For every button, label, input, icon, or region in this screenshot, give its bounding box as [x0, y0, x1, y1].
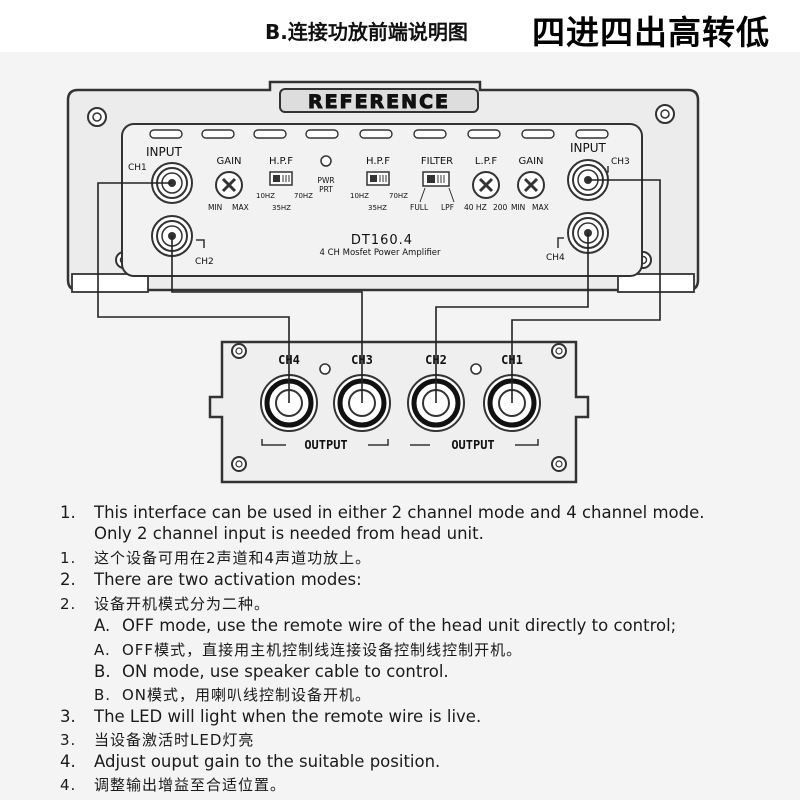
- note-line: B. ON模式，用喇叭线控制设备开机。: [60, 685, 371, 705]
- hpf-left-high: 70HZ: [294, 192, 313, 200]
- note-text: 当设备激活时LED灯亮: [94, 731, 255, 749]
- screw-icon: [551, 343, 567, 359]
- note-text: Only 2 channel input is needed from head…: [94, 524, 484, 543]
- hpf-left-low: 10HZ: [256, 192, 275, 200]
- wire-ch1-to-ch4: [97, 182, 290, 403]
- screw-icon: [319, 363, 331, 375]
- hpf-left-switch-icon: [269, 171, 293, 186]
- note-line: A. OFF模式，直接用主机控制线连接设备控制线控制开机。: [60, 640, 522, 660]
- model-label: DT160.4: [351, 233, 413, 248]
- note-text: The LED will light when the remote wire …: [94, 707, 482, 726]
- note-number: 1.: [60, 503, 76, 522]
- ch1-label: CH1: [128, 163, 147, 173]
- lpf-low: 40 HZ: [464, 203, 487, 212]
- note-number: 2.: [60, 595, 77, 613]
- ch2-label: CH2: [195, 257, 214, 267]
- note-line: 4. Adjust ouput gain to the suitable posi…: [60, 752, 440, 772]
- input-left-label: INPUT: [146, 145, 183, 159]
- note-number: 4.: [60, 752, 76, 771]
- output-left-label: OUTPUT: [304, 438, 347, 452]
- note-line: 3. 当设备激活时LED灯亮: [60, 730, 254, 750]
- note-text: ON模式，用喇叭线控制设备开机。: [122, 686, 372, 704]
- wire-ch3-to-ch1: [511, 179, 661, 403]
- note-sub-number: A.: [94, 616, 111, 635]
- note-sub-number: B.: [94, 662, 111, 681]
- wire-ch4-to-ch2: [435, 233, 589, 403]
- gain-left-min: MIN: [208, 203, 222, 212]
- note-line: A. OFF mode, use the remote wire of the h…: [60, 616, 676, 636]
- hpf-left-label: H.P.F: [269, 156, 293, 167]
- note-text: Adjust ouput gain to the suitable positi…: [94, 752, 441, 771]
- filter-switch-icon: [419, 171, 455, 203]
- filter-label: FILTER: [421, 156, 453, 167]
- hpf-right-switch-icon: [366, 171, 390, 186]
- note-text: 这个设备可用在2声道和4声道功放上。: [94, 549, 372, 567]
- note-line: 4. 调整输出增益至合适位置。: [60, 775, 286, 795]
- lpf-label: L.P.F: [475, 156, 497, 167]
- note-text: There are two activation modes:: [94, 570, 362, 589]
- note-text: 设备开机模式分为二种。: [94, 595, 271, 613]
- note-line: Only 2 channel input is needed from head…: [60, 524, 484, 544]
- screw-icon: [231, 343, 247, 359]
- note-number: 2.: [60, 570, 76, 589]
- filter-lpf: LPF: [441, 203, 454, 212]
- note-number: 3.: [60, 731, 77, 749]
- gain-right-min: MIN: [511, 203, 525, 212]
- gain-right-knob-icon: [517, 171, 545, 199]
- note-text: 调整输出增益至合适位置。: [94, 776, 287, 794]
- note-text: This interface can be used in either 2 c…: [94, 503, 705, 522]
- screw-icon: [231, 456, 247, 472]
- lpf-high: 200: [493, 203, 508, 212]
- filter-full: FULL: [410, 203, 429, 212]
- screw-icon: [551, 456, 567, 472]
- note-line: 2. 设备开机模式分为二种。: [60, 594, 270, 614]
- screw-icon: [655, 104, 675, 124]
- connection-diagram: REFERENCE INPUT CH1: [66, 80, 700, 484]
- note-number: 3.: [60, 707, 76, 726]
- header-bar: B.连接功放前端说明图 四进四出高转低: [0, 0, 800, 52]
- brand-label: REFERENCE: [308, 91, 450, 113]
- gain-left-label: GAIN: [216, 156, 241, 167]
- note-line: 2. There are two activation modes:: [60, 570, 362, 590]
- note-text: OFF mode, use the remote wire of the hea…: [122, 616, 677, 635]
- vent-slots: [149, 129, 609, 139]
- header-left-title: B.连接功放前端说明图: [265, 20, 468, 44]
- hpf-right-low: 10HZ: [350, 192, 369, 200]
- note-sub-number: B.: [94, 686, 112, 704]
- wire-ch2-to-ch3: [171, 236, 363, 403]
- hpf-right-mid: 35HZ: [368, 204, 387, 212]
- ch3-label: CH3: [611, 157, 630, 167]
- amplifier-chassis: REFERENCE INPUT CH1: [66, 80, 700, 293]
- prt-label: PRT: [319, 185, 333, 194]
- lpf-knob-icon: [472, 171, 500, 199]
- note-sub-number: A.: [94, 641, 111, 659]
- output-right-label: OUTPUT: [451, 438, 494, 452]
- power-led-icon: [320, 155, 332, 167]
- pwr-label: PWR: [317, 176, 334, 185]
- wiring: [97, 179, 661, 403]
- gain-left-knob-icon: [215, 171, 243, 199]
- input-right-label: INPUT: [570, 141, 607, 155]
- screw-icon: [470, 363, 482, 375]
- gain-right-label: GAIN: [518, 156, 543, 167]
- output-box: CH4 CH3 CH2 CH1 OUTPUT OUTPUT: [208, 340, 590, 484]
- note-line: B. ON mode, use speaker cable to control.: [60, 662, 449, 682]
- hpf-right-label: H.P.F: [366, 156, 390, 167]
- note-text: ON mode, use speaker cable to control.: [122, 662, 449, 681]
- rca-jack-ch3-icon: [567, 159, 609, 201]
- hpf-left-mid: 35HZ: [272, 204, 291, 212]
- note-line: 1. This interface can be used in either 2…: [60, 503, 705, 523]
- note-number: 4.: [60, 776, 77, 794]
- note-text: OFF模式，直接用主机控制线连接设备控制线控制开机。: [122, 641, 523, 659]
- note-line: 3. The LED will light when the remote wir…: [60, 707, 481, 727]
- model-subtitle: 4 CH Mosfet Power Amplifier: [319, 248, 441, 258]
- hpf-right-high: 70HZ: [389, 192, 408, 200]
- gain-left-max: MAX: [232, 203, 249, 212]
- header-right-title: 四进四出高转低: [532, 13, 770, 52]
- gain-right-max: MAX: [532, 203, 549, 212]
- note-line: 1. 这个设备可用在2声道和4声道功放上。: [60, 548, 371, 568]
- screw-icon: [87, 107, 107, 127]
- note-number: 1.: [60, 549, 77, 567]
- ch4-label: CH4: [546, 253, 565, 263]
